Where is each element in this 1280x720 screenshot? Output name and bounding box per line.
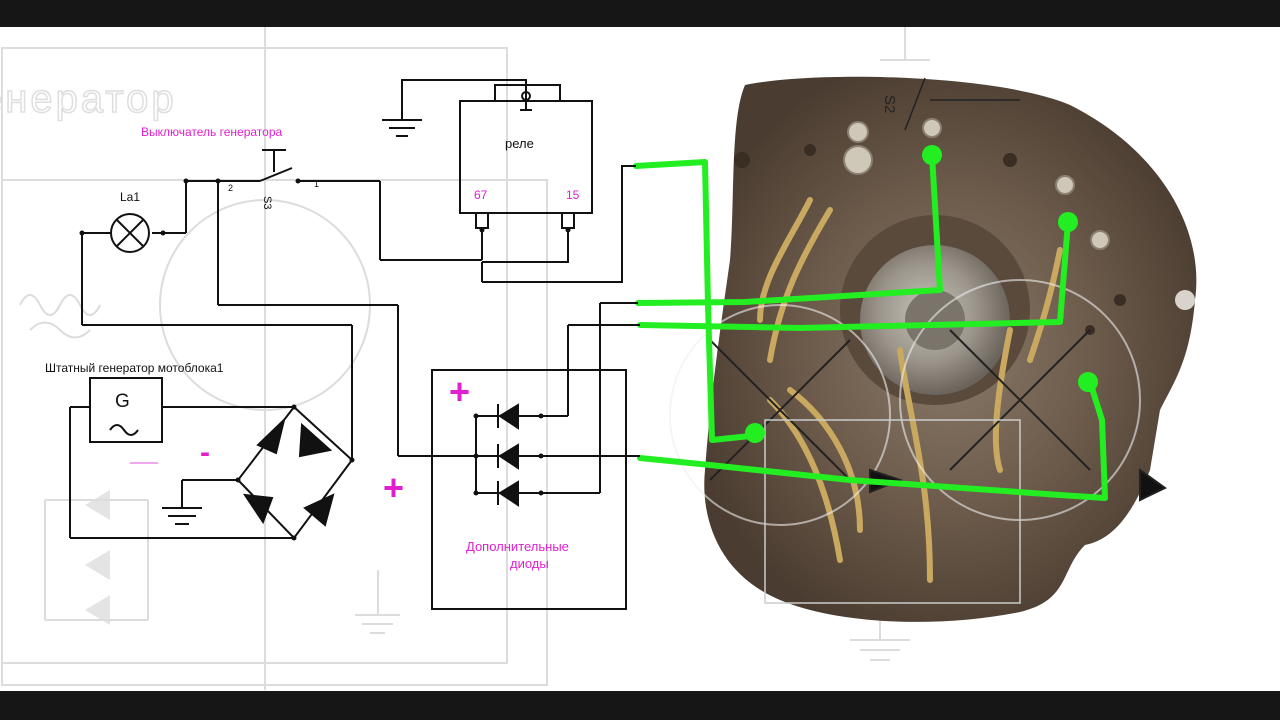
extra-diode-3 <box>498 480 519 507</box>
minus-sign: - <box>200 436 210 469</box>
bottom-letterbox-bar <box>0 691 1280 720</box>
plus-sign-bridge: + <box>383 467 404 508</box>
top-letterbox-bar <box>0 0 1280 27</box>
photo-s2-switch-ghost <box>764 77 1021 604</box>
green-overlay-wires <box>633 152 1108 501</box>
bridge-diode-1 <box>256 416 286 455</box>
wiring-diagram-canvas: енератор <box>0 27 1280 691</box>
switch-ref-label: S3 <box>261 196 273 209</box>
extra-diodes-label-line2: диоды <box>510 556 549 571</box>
overlay-ghost-diodes <box>669 279 1167 526</box>
photo-s2-label: S2 <box>881 95 898 113</box>
mount-hole-left <box>734 152 750 168</box>
relay-label: реле <box>505 136 534 151</box>
bridge-diode-2 <box>298 422 333 458</box>
switch-pin-right: 1 <box>314 179 319 189</box>
bridge-diode-4 <box>303 493 335 527</box>
lamp-label: La1 <box>120 190 140 204</box>
relay-ground-wire <box>401 79 527 120</box>
copper-wires <box>757 197 1063 583</box>
extra-diodes-box <box>431 369 627 610</box>
extra-diode-1 <box>498 403 519 430</box>
watermark-title: енератор <box>0 77 177 121</box>
generator-title: Штатный генератор мотоблока1 <box>45 361 224 375</box>
generator-symbol: G <box>115 391 130 412</box>
wiring-diagram: енератор <box>0 27 1197 690</box>
switch-title: Выключатель генератора <box>141 125 283 139</box>
main-schematic <box>69 79 640 610</box>
bridge-diode-3 <box>242 493 274 525</box>
green-wire-top-terminal <box>635 152 943 306</box>
extra-diodes-label-line1: Дополнительные <box>466 539 569 554</box>
green-wire-dots <box>745 145 1098 443</box>
plus-sign-diodes: + <box>449 371 470 412</box>
generator-stator-photo: S2 <box>669 76 1197 622</box>
mount-hole-right <box>1175 290 1195 310</box>
extra-diode-2 <box>498 443 519 470</box>
switch-pin-left: 2 <box>228 183 233 193</box>
bridge-rectifier <box>236 406 354 540</box>
diode-symbols <box>242 403 519 527</box>
junction-dots <box>79 178 571 541</box>
green-wire-right-terminal <box>637 219 1071 331</box>
relay-pin-15: 15 <box>566 188 580 202</box>
green-wire-bottom-terminal <box>637 379 1108 501</box>
generator-box <box>89 377 163 443</box>
relay-pin-67: 67 <box>474 188 488 202</box>
terminal-posts <box>843 118 1110 250</box>
ghost-background-diagram <box>1 27 930 690</box>
